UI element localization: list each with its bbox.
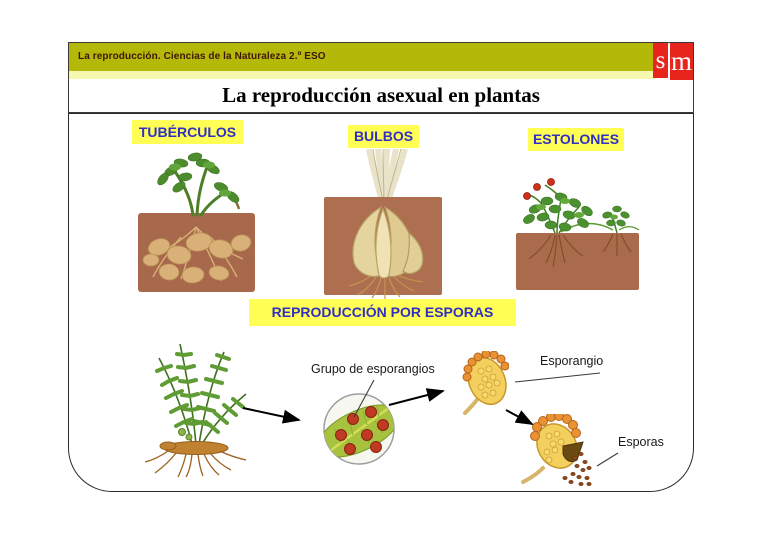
fern-illustration <box>144 343 247 478</box>
frond-leaflets <box>155 352 245 434</box>
course-label: La reproducción. Ciencias de la Naturale… <box>78 51 326 62</box>
sm-logo-letter-m: m <box>670 43 693 80</box>
opening <box>562 441 584 463</box>
sporangium-open-illustration <box>521 414 592 486</box>
bulb-illustration <box>324 149 442 299</box>
annotation-esporangio: Esporangio <box>540 354 604 368</box>
capsule-cells <box>477 365 501 399</box>
plant-leaves <box>523 192 630 232</box>
arrow-group-to-sporangium <box>388 388 445 406</box>
sm-logo-letter-s: s <box>653 43 668 78</box>
potato-tubers-illustration <box>138 152 255 292</box>
header-box: La reproducción. Ciencias de la Naturale… <box>68 42 694 113</box>
annulus-crest <box>462 351 509 382</box>
header-strip <box>69 71 655 79</box>
spores <box>562 452 592 486</box>
leaves-light <box>169 161 231 197</box>
page-title: La reproducción asexual en plantas <box>222 83 540 107</box>
roots <box>528 233 632 268</box>
stalk <box>521 466 545 484</box>
label-bulbos: BULBOS <box>348 125 419 148</box>
leader-esporangio <box>514 372 601 383</box>
annulus-crest <box>530 414 581 441</box>
capsule-cells <box>543 430 565 464</box>
stolons-illustration <box>516 178 640 290</box>
bulb-roots <box>348 275 424 299</box>
annotation-grupo-esporangios: Grupo de esporangios <box>311 362 435 376</box>
sporangium-illustration <box>462 351 509 415</box>
plant-leaves-light <box>536 198 618 220</box>
stalk <box>463 395 481 415</box>
label-reproduccion-por-esporas: REPRODUCCIÓN POR ESPORAS <box>249 299 516 326</box>
strawberries <box>523 178 555 200</box>
tubers <box>142 232 252 284</box>
header-bar: La reproducción. Ciencias de la Naturale… <box>69 43 655 71</box>
content-box: TUBÉRCULOS BULBOS ESTOLONES REPRODUCCIÓN… <box>68 113 694 492</box>
annotation-esporas: Esporas <box>618 435 664 449</box>
bulb-body <box>352 205 424 279</box>
fiddlehead <box>185 433 193 441</box>
fern-roots <box>144 450 247 478</box>
label-tuberculos: TUBÉRCULOS <box>132 120 243 144</box>
sm-logo: s m <box>653 43 693 80</box>
sporangia-group-illustration <box>323 393 395 465</box>
fiddlehead <box>178 428 186 436</box>
label-estolones: ESTOLONES <box>528 128 624 151</box>
leaves <box>157 152 240 203</box>
soil <box>516 233 639 290</box>
